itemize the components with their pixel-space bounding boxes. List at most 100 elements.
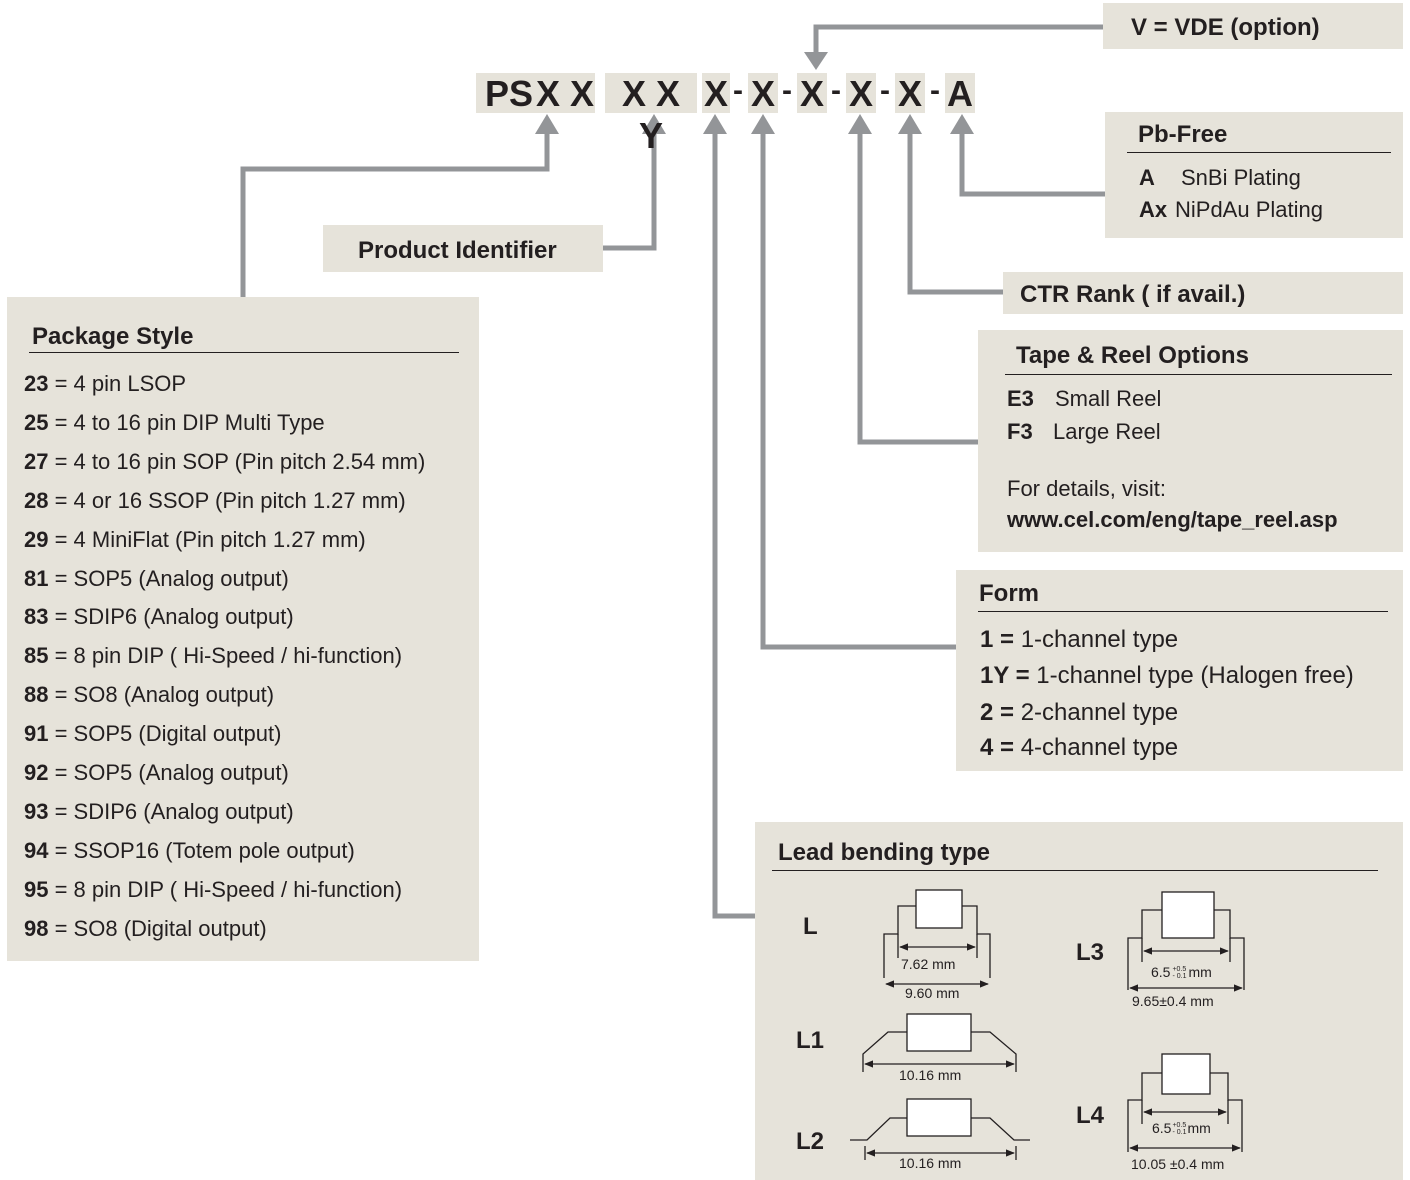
tape-reel-divider: [1005, 374, 1392, 375]
pn-box-xxy: [605, 73, 697, 113]
package-style-item: 95 = 8 pin DIP ( Hi-Speed / hi-function): [24, 876, 403, 902]
pb-free-divider: [1127, 152, 1391, 153]
vde-label: V = VDE (option): [1131, 14, 1320, 41]
arrowhead-form: [751, 114, 775, 134]
form-item: 4 = 4-channel type: [980, 734, 1179, 761]
form-item: 1 = 1-channel type: [980, 626, 1179, 653]
pn-product-code: X X Y: [621, 73, 681, 156]
package-style-item: 28 = 4 or 16 SSOP (Pin pitch 1.27 mm): [24, 487, 406, 513]
pn-box-1: [702, 73, 730, 113]
arrowhead-pb: [950, 114, 974, 134]
lead-bending-title: Lead bending type: [778, 839, 991, 866]
form-box: Form 1 = 1-channel type 1Y = 1-channel t…: [956, 570, 1403, 771]
connector-vde: [813, 24, 1103, 58]
form-item: 1Y = 1-channel type (Halogen free): [980, 662, 1354, 689]
pn-vde-code: X: [799, 73, 824, 114]
pb-free-title: Pb-Free: [1138, 121, 1228, 148]
pn-dash: -: [831, 74, 841, 107]
tape-reel-title: Tape & Reel Options: [1016, 342, 1249, 369]
connector-form: [760, 132, 956, 650]
package-style-item: 88 = SO8 (Analog output): [24, 682, 275, 708]
package-style-item: 27 = 4 to 16 pin SOP (Pin pitch 2.54 mm): [24, 448, 426, 474]
pn-pb-code: A: [947, 73, 973, 114]
lead-l3-outer-dim: 9.65±0.4 mm: [1132, 993, 1214, 1009]
pn-dash: -: [733, 74, 743, 107]
tape-reel-details-text: For details, visit:: [1007, 476, 1166, 501]
package-style-item: 23 = 4 pin LSOP: [24, 371, 187, 396]
package-style-divider: [29, 352, 459, 353]
lead-l-drawing: [883, 889, 991, 988]
package-style-box: Package Style 23 = 4 pin LSOP 25 = 4 to 1…: [7, 297, 479, 961]
lead-l4-outer-dim: 10.05 ±0.4 mm: [1131, 1156, 1225, 1172]
pn-lead-code: X: [703, 73, 728, 114]
connector-lead-bending: [712, 132, 755, 919]
arrowhead-ctr: [898, 114, 922, 134]
form-divider: [978, 611, 1388, 612]
pn-box-5: [895, 73, 925, 113]
lead-l4-drawing: [1127, 1053, 1243, 1152]
lead-type-label: L1: [796, 1027, 825, 1054]
product-identifier-box: Product Identifier: [323, 225, 603, 272]
lead-l4-inner-dim: 6.5+0.5- 0.1mm: [1152, 1120, 1211, 1137]
package-style-item: 85 = 8 pin DIP ( Hi-Speed / hi-function): [24, 643, 403, 669]
connector-package-style: [240, 132, 550, 297]
connector-tape-reel: [857, 132, 978, 445]
lead-type-label: L4: [1076, 1102, 1105, 1129]
tape-reel-details-link[interactable]: www.cel.com/eng/tape_reel.asp: [1007, 507, 1338, 532]
package-style-item: 93 = SDIP6 (Analog output): [24, 798, 294, 824]
lead-type-label: L3: [1076, 939, 1105, 966]
lead-l-inner-dim: 7.62 mm: [901, 956, 956, 972]
pn-box-2: [748, 73, 778, 113]
lead-l1-outer-dim: 10.16 mm: [899, 1067, 962, 1083]
connector-product-identifier: [603, 132, 657, 251]
pn-box-3: [797, 73, 827, 113]
form-title: Form: [979, 580, 1039, 607]
arrowhead-tape: [848, 114, 872, 134]
pn-dash: -: [880, 74, 890, 107]
pn-tape-code: X: [848, 73, 873, 114]
connector-pb-free: [959, 132, 1105, 197]
lead-l1-drawing: [862, 1013, 1017, 1072]
lead-l-outer-dim: 9.60 mm: [905, 985, 960, 1001]
package-style-item: 29 = 4 MiniFlat (Pin pitch 1.27 mm): [24, 526, 366, 552]
form-item: 2 = 2-channel type: [980, 699, 1179, 726]
arrowhead-package: [535, 114, 559, 134]
pn-dash: -: [930, 74, 940, 107]
pn-form-code: X: [750, 73, 775, 114]
package-style-item: 81 = SOP5 (Analog output): [24, 565, 289, 591]
package-style-item: 91 = SOP5 (Digital output): [24, 721, 282, 747]
pn-box-ps: [476, 73, 595, 113]
pn-prefix: PS: [484, 73, 534, 114]
ctr-rank-box: CTR Rank ( if avail.): [1003, 272, 1403, 314]
package-style-title: Package Style: [32, 323, 194, 350]
vde-box: V = VDE (option): [1103, 3, 1403, 49]
arrowhead-vde: [804, 52, 828, 70]
lead-l3-drawing: [1127, 891, 1245, 992]
package-style-item: 25 = 4 to 16 pin DIP Multi Type: [24, 409, 325, 435]
connector-ctr: [907, 132, 1003, 295]
package-style-item: 98 = SO8 (Digital output): [24, 915, 267, 941]
package-style-item: 94 = SSOP16 (Totem pole output): [24, 837, 355, 863]
pn-box-6: [945, 73, 975, 113]
lead-l2-outer-dim: 10.16 mm: [899, 1155, 962, 1171]
package-style-item: 92 = SOP5 (Analog output): [24, 760, 289, 785]
product-identifier-label: Product Identifier: [358, 237, 557, 264]
ctr-rank-label: CTR Rank ( if avail.): [1020, 281, 1246, 308]
pn-dash: -: [782, 74, 792, 107]
pn-package-code: X X: [535, 73, 595, 114]
pn-ctr-code: X: [897, 73, 922, 114]
lead-type-label: L: [803, 913, 818, 940]
lead-bending-divider: [772, 870, 1378, 871]
arrowhead-lead: [703, 114, 727, 134]
lead-bending-box: Lead bending type L L1 L2 L3 L4 7.62 mm …: [755, 822, 1403, 1180]
pn-box-4: [846, 73, 876, 113]
